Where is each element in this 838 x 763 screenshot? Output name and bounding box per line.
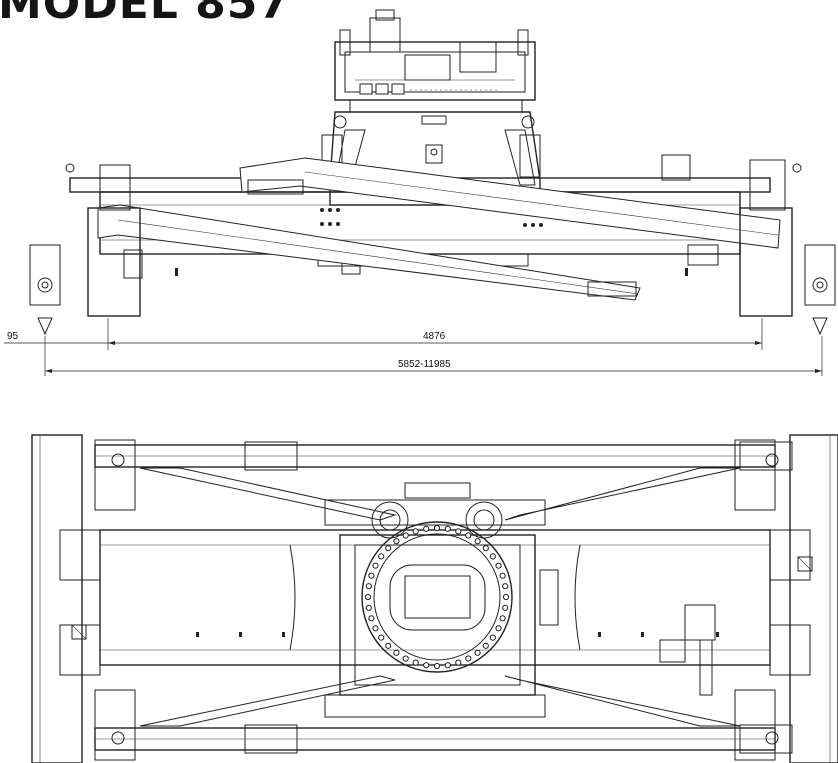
ring-bolt (368, 572, 375, 579)
ring-bolt (495, 562, 502, 569)
ring-bolt (372, 562, 379, 569)
ring-bolt (502, 583, 509, 590)
model-title: MODEL 857 (0, 0, 290, 29)
bolt-markers (175, 208, 688, 276)
ring-bolt (423, 662, 430, 669)
ring-bolt (402, 655, 409, 662)
ring-bolt (365, 604, 372, 611)
ring-bolt (489, 553, 496, 560)
ring-bolt (412, 528, 419, 535)
ring-bolt (502, 593, 510, 601)
ring-bolt (364, 593, 372, 601)
telescopic-arm-lower (97, 204, 641, 301)
ring-bolt (482, 545, 489, 552)
side-elevation-view: 95 4876 5852-11985 (4, 9, 836, 376)
ring-bolt (455, 659, 462, 666)
ring-bolt (482, 642, 489, 649)
ring-bolt (465, 532, 472, 539)
left-corner-leg (29, 163, 143, 336)
ring-bolt (378, 634, 385, 641)
plan-view (31, 434, 838, 763)
ring-bolt (393, 649, 400, 656)
ring-bolt (499, 572, 506, 579)
ring-bolt (499, 615, 506, 622)
ring-bolt (489, 634, 496, 641)
offset-dimension-label: 95 (7, 331, 19, 342)
ring-bolt (378, 553, 385, 560)
ring-bolt (368, 615, 375, 622)
ring-bolt (423, 525, 430, 532)
ring-bolt (372, 625, 379, 632)
ring-bolt (455, 528, 462, 535)
ring-bolt (495, 625, 502, 632)
ring-bolt (502, 604, 509, 611)
ring-bolt (444, 525, 451, 532)
ring-bolt (433, 524, 441, 532)
ring-bolt (402, 532, 409, 539)
dimension-lines (4, 318, 823, 376)
spread-range-dimension-label: 5852-11985 (398, 359, 451, 370)
ring-bolt (385, 642, 392, 649)
wheelbase-dimension-label: 4876 (423, 331, 446, 342)
ring-bolt (474, 649, 481, 656)
ring-bolt (465, 655, 472, 662)
top-machinery-housing (334, 9, 536, 113)
ring-bolt (385, 545, 392, 552)
ring-bolt (412, 659, 419, 666)
ring-bolt (365, 583, 372, 590)
slewing-ring-bolts (364, 524, 510, 670)
ring-bolt (393, 538, 400, 545)
ring-bolt (433, 662, 441, 670)
right-corner-leg (661, 154, 836, 336)
ring-bolt (444, 662, 451, 669)
telescopic-arm-upper (239, 157, 781, 249)
ring-bolt (474, 538, 481, 545)
